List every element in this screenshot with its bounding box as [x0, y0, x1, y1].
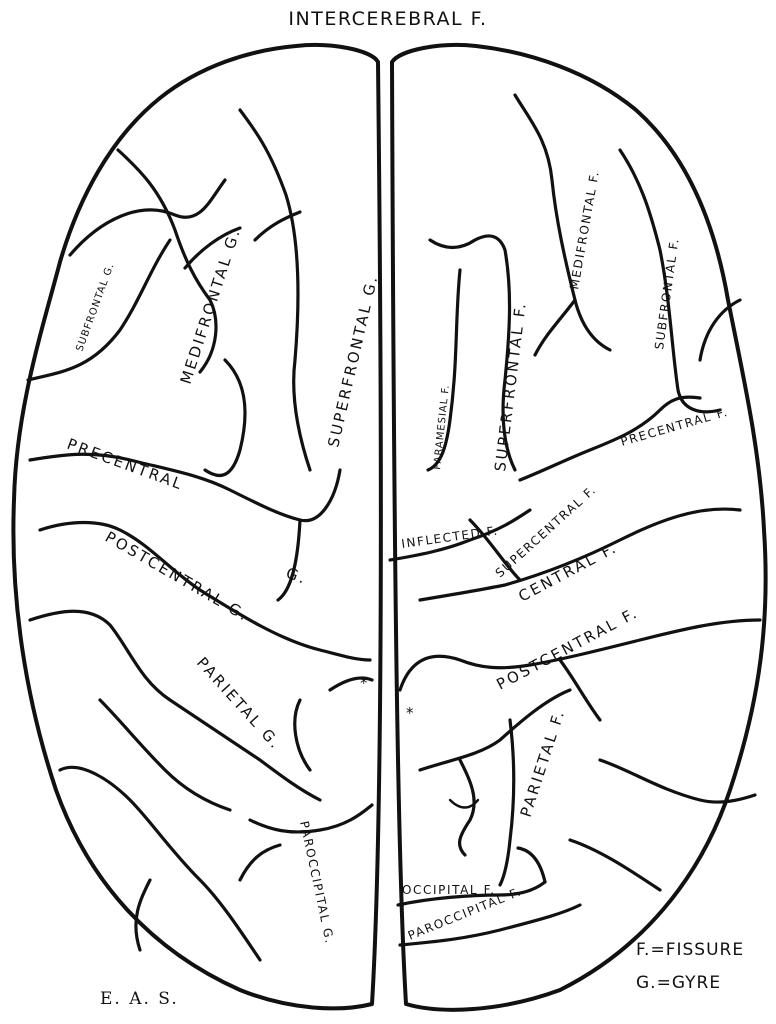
- right-hemisphere-outline: [390, 42, 768, 1012]
- legend-gyre: G.=GYRE: [636, 973, 721, 993]
- artist-signature: E. A. S.: [100, 989, 179, 1009]
- right-sulci: [388, 93, 762, 947]
- left-hemisphere-outline: [11, 42, 383, 1011]
- label-right-asterisk: *: [406, 704, 416, 722]
- legend-fissure: F.=FISSURE: [636, 940, 744, 960]
- legend: F.=FISSURE G.=GYRE: [636, 940, 744, 993]
- label-occipital-fissure: OCCIPITAL F.: [402, 883, 496, 897]
- label-left-asterisk: *: [360, 674, 370, 692]
- diagram-title: INTERCEREBRAL F.: [288, 8, 487, 30]
- left-sulci: [26, 108, 374, 962]
